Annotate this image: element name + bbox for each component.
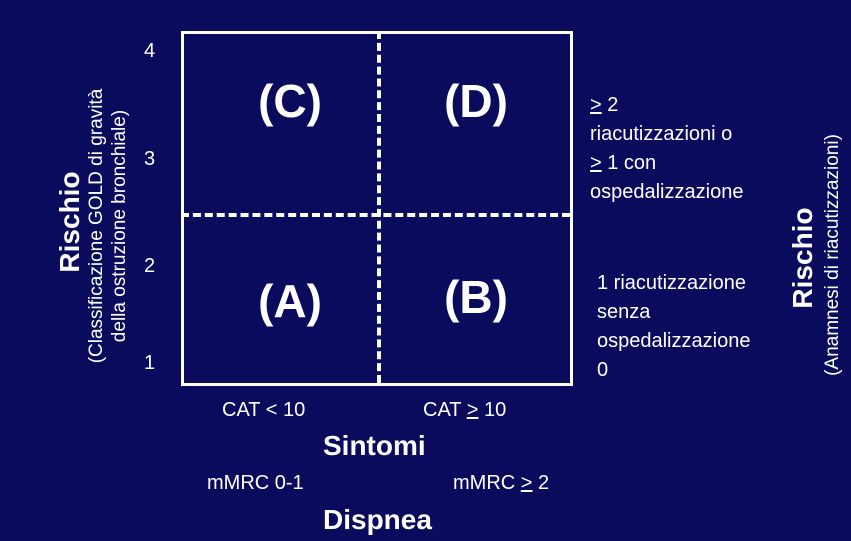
y-tick-2: 2 [144,255,156,277]
exacerbation-count: 2 [601,94,619,116]
low-risk-line3: ospedalizzazione [597,330,751,352]
quadrant-c-label: (C) [258,75,322,127]
cat-low-label: CAT < 10 [222,399,306,421]
ge-symbol: > [466,399,479,421]
horizontal-dashed-divider [181,213,570,217]
y-tick-1: 1 [144,352,156,374]
cat-high-value: 10 [478,399,507,421]
left-axis-title: Rischio [54,171,85,273]
low-risk-line1: 1 riacutizzazione [597,272,746,294]
cat-high-prefix: CAT [423,399,467,421]
ge-symbol: > [520,472,533,494]
mmrc-high-label: mMRC > 2 [453,472,549,495]
quadrant-b-label: (B) [444,271,508,323]
mmrc-high-value: 2 [532,472,550,494]
sintomi-title: Sintomi [323,430,426,461]
quadrant-a-label: (A) [258,275,322,327]
dispnea-title: Dispnea [323,504,432,535]
ge-symbol: > [590,152,602,174]
mmrc-high-prefix: mMRC [453,472,521,494]
left-axis-subtitle-line2: della ostruzione bronchiale) [109,109,130,343]
y-tick-4: 4 [144,40,156,62]
vertical-dashed-divider [377,31,381,383]
exacerbation-line4: ospedalizzazione [590,181,744,203]
right-axis-title: Rischio [787,207,818,309]
low-risk-line2: senza [597,301,651,323]
exacerbation-line2: riacutizzazioni o [590,123,733,145]
high-risk-exacerbation-text: > 2 riacutizzazioni o > 1 con ospedalizz… [590,91,743,207]
left-axis-subtitle: (Classificazione GOLD di gravità della o… [85,76,131,376]
hospitalization-count: 1 con [601,152,657,174]
low-risk-exacerbation-text: 1 riacutizzazione senza ospedalizzazione… [597,269,750,385]
mmrc-low-label: mMRC 0-1 [207,472,304,494]
low-risk-line4: 0 [597,359,609,381]
left-axis-subtitle-line1: (Classificazione GOLD di gravità [86,88,107,364]
ge-symbol: > [590,94,602,116]
quadrant-d-label: (D) [444,75,508,127]
y-tick-3: 3 [144,148,156,170]
cat-high-label: CAT > 10 [423,399,506,422]
right-axis-subtitle: (Anamnesi di riacutizzazioni) [822,134,843,376]
